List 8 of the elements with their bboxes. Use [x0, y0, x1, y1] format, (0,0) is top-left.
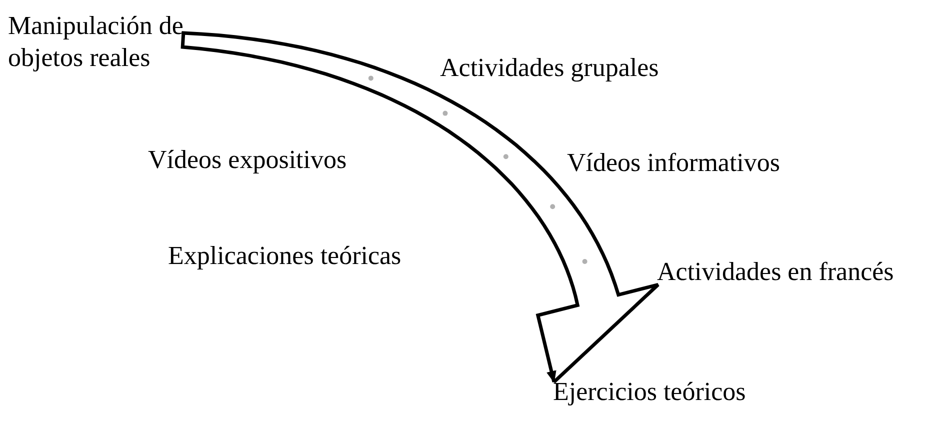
activity-label: Actividades grupales: [440, 52, 659, 84]
node-text: Manipulación de objetos reales: [8, 10, 184, 74]
activity-label: Vídeos expositivos: [148, 144, 347, 176]
activity-label: Actividades en francés: [657, 256, 894, 288]
activity-label: Vídeos informativos: [567, 147, 780, 179]
curved-block-arrow: [180, 31, 660, 384]
node-text: Ejercicios teóricos: [553, 376, 746, 408]
activity-label: Explicaciones teóricas: [168, 240, 402, 272]
